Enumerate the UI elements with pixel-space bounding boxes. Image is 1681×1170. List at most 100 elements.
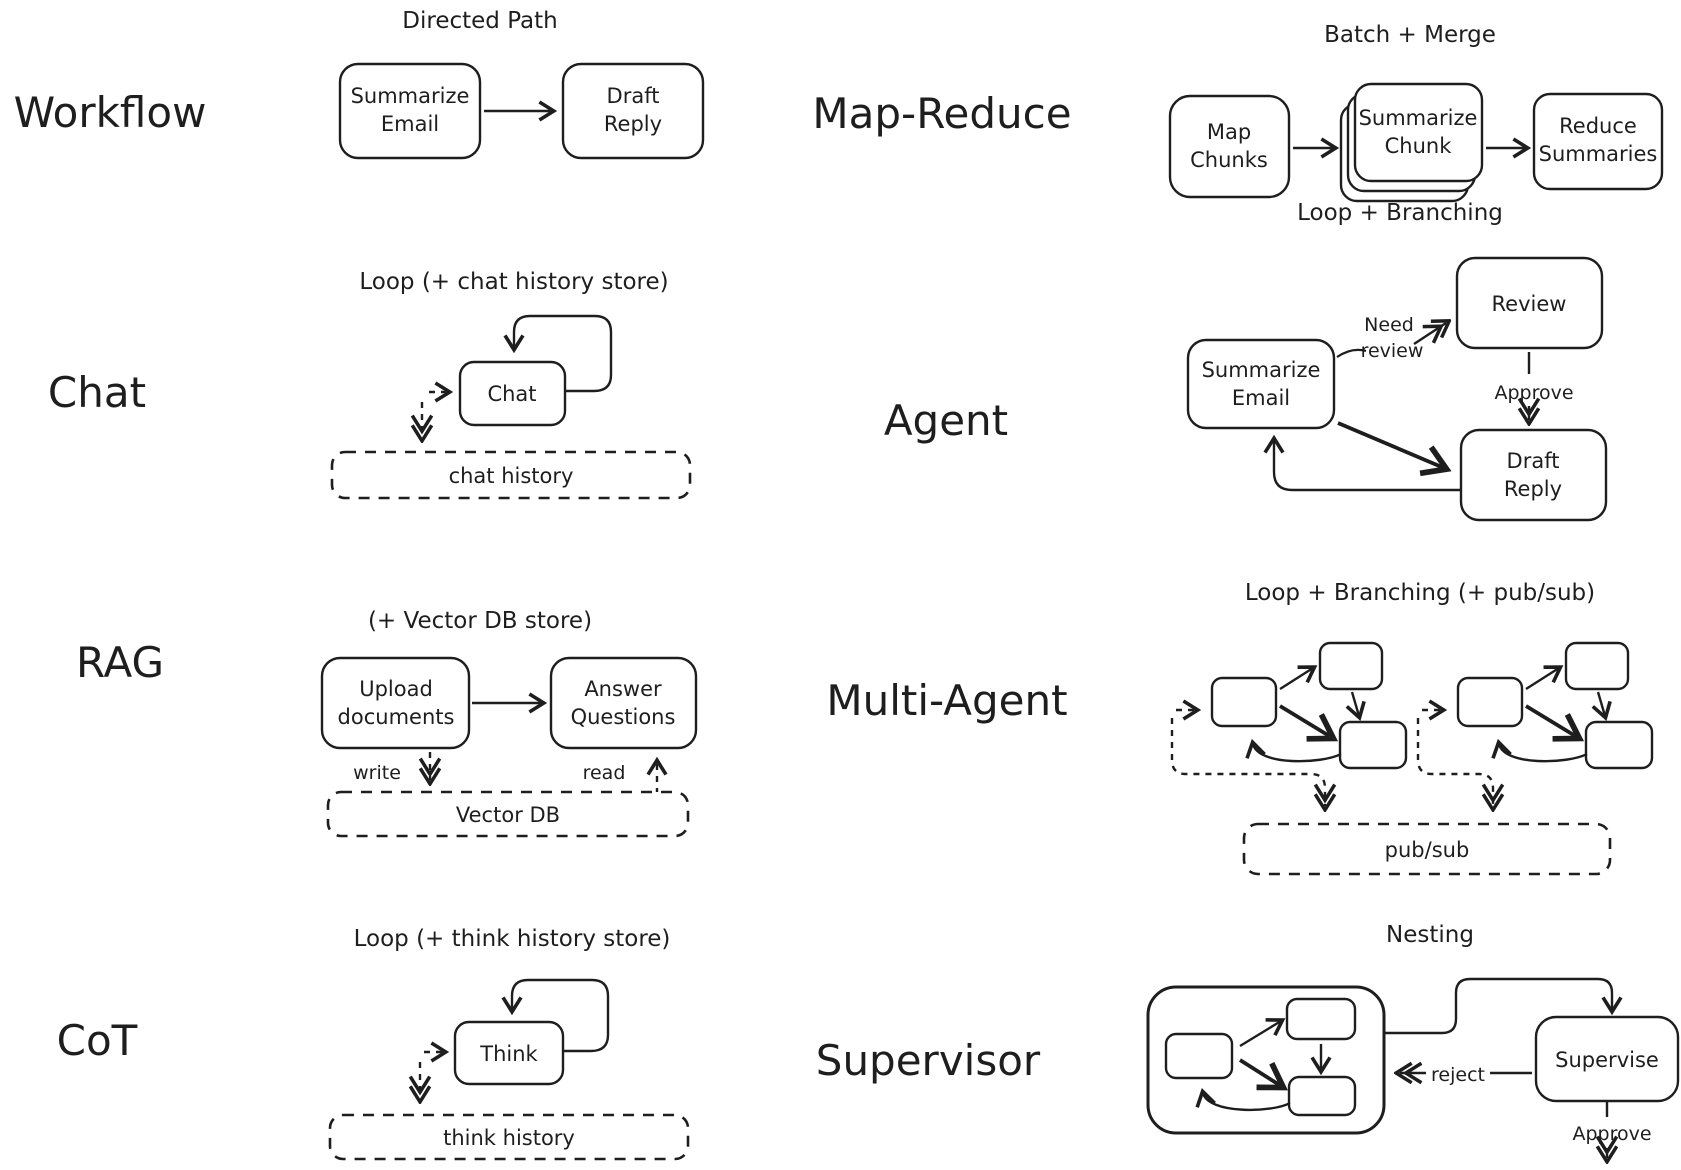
- multi-agent-cluster2-left-node: [1456, 676, 1524, 728]
- chat-history-text: chat history: [449, 464, 574, 488]
- multi-agent-cluster1-arrow-left-top: [1279, 665, 1318, 691]
- agent-summarize-to-draft-arrow: [1337, 421, 1452, 477]
- supervisor-inner-bottom-node: [1287, 1075, 1357, 1117]
- workflow-title: Directed Path: [402, 8, 557, 34]
- supervisor-inner-top-node: [1285, 997, 1357, 1041]
- cot-think-text: Think: [479, 1042, 538, 1066]
- rag-answer-text-line1: Answer: [584, 677, 662, 701]
- rag-title: (+ Vector DB store): [368, 608, 592, 634]
- supervisor-reject-text: reject: [1431, 1064, 1485, 1086]
- multi-agent-cluster2-top-node: [1564, 641, 1630, 691]
- agent-summarize-text-line1: Summarize: [1202, 358, 1321, 382]
- map-reduce-node-reduce-summaries: [1532, 92, 1664, 191]
- agent-draft-text-line1: Draft: [1507, 449, 1560, 473]
- cot-title: Loop (+ think history store): [354, 926, 671, 952]
- map-reduce-node-summarize-chunk: [1353, 82, 1484, 183]
- supervisor-supervise-text: Supervise: [1555, 1048, 1659, 1072]
- multi-agent-cluster1-left-node: [1210, 676, 1278, 728]
- summarize-chunk-text-line1: Summarize: [1359, 106, 1478, 130]
- workflow-label: Workflow: [14, 88, 207, 137]
- cot-think-history-text: think history: [443, 1126, 575, 1150]
- rag-label: RAG: [76, 638, 164, 687]
- cot-node-think: [453, 1020, 565, 1086]
- supervisor-approve-text: Approve: [1572, 1123, 1651, 1145]
- agent-title: Loop + Branching: [1297, 200, 1503, 226]
- multi-agent-cluster2-pubsub-arrow: [1416, 718, 1493, 806]
- supervisor-inner-arrow-left-bottom: [1238, 1058, 1288, 1091]
- workflow-draft-text-line1: Draft: [607, 84, 660, 108]
- supervisor-container-to-supervise-arrow: [1384, 977, 1623, 1035]
- reduce-summaries-text-line2: Summaries: [1539, 142, 1658, 166]
- cot-think-history-store: [328, 1113, 690, 1161]
- multi-agent-pubsub-text: pub/sub: [1385, 838, 1470, 862]
- agent-label: Agent: [884, 396, 1008, 445]
- multi-agent-cluster2-arrow-top-bottom: [1591, 691, 1612, 721]
- agent-node-summarize-email: [1186, 338, 1336, 430]
- reduce-summaries-text-line1: Reduce: [1559, 114, 1637, 138]
- multi-agent-cluster2-loop-arrow: [1491, 738, 1588, 763]
- multi-agent-pubsub-store: [1242, 822, 1612, 876]
- rag-node-upload-documents: [320, 656, 471, 750]
- section-cot: CoT Loop (+ think history store) Think t…: [57, 926, 690, 1161]
- multi-agent-cluster1-arrow-left-bottom: [1279, 704, 1339, 742]
- summarize-chunk-text-line2: Chunk: [1385, 134, 1453, 158]
- workflow-draft-text-line2: Reply: [604, 112, 662, 136]
- supervisor-inner-loop-arrow: [1195, 1087, 1291, 1112]
- agent-need-review-arrow: [1413, 323, 1446, 346]
- workflow-node-summarize-email: [338, 62, 482, 160]
- workflow-summarize-text-line2: Email: [381, 112, 439, 136]
- section-map-reduce: Map-Reduce Batch + Merge Map Chunks Summ…: [812, 22, 1664, 203]
- map-chunks-text-line1: Map: [1207, 120, 1251, 144]
- section-workflow: Workflow Directed Path Summarize Email D…: [14, 8, 705, 160]
- chat-title: Loop (+ chat history store): [359, 269, 668, 295]
- workflow-node-draft-reply: [561, 62, 705, 160]
- multi-agent-label: Multi-Agent: [826, 676, 1067, 725]
- agent-need-review-text-line1: Need: [1364, 314, 1414, 336]
- rag-answer-text-line2: Questions: [571, 705, 676, 729]
- map-reduce-title: Batch + Merge: [1324, 22, 1496, 48]
- multi-agent-title: Loop + Branching (+ pub/sub): [1245, 580, 1595, 606]
- chat-history-store: [330, 450, 692, 500]
- section-multi-agent: Multi-Agent Loop + Branching (+ pub/sub)…: [826, 580, 1654, 876]
- section-supervisor: Supervisor Nesting Supervise reject Appr…: [816, 922, 1680, 1158]
- rag-read-label: read: [583, 762, 626, 784]
- agent-review-text: Review: [1492, 292, 1567, 316]
- rag-write-label: write: [353, 762, 401, 784]
- multi-agent-cluster2-bottom-node: [1584, 720, 1654, 770]
- agent-node-review: [1455, 256, 1604, 350]
- supervisor-inner-left-node: [1164, 1032, 1234, 1080]
- chat-loop-arrow: [503, 314, 613, 393]
- rag-vector-db-text: Vector DB: [456, 803, 560, 827]
- supervisor-title: Nesting: [1386, 922, 1474, 948]
- agent-summarize-text-line2: Email: [1232, 386, 1290, 410]
- multi-agent-cluster1-loop-arrow: [1245, 738, 1342, 763]
- section-agent: Agent Loop + Branching Review Summarize …: [884, 200, 1608, 522]
- section-chat: Chat Loop (+ chat history store) Chat ch…: [48, 269, 692, 500]
- agent-loopback-arrow: [1263, 434, 1461, 492]
- rag-upload-text-line2: documents: [338, 705, 455, 729]
- workflow-summarize-text-line1: Summarize: [351, 84, 470, 108]
- supervisor-inner-arrow-left-top: [1239, 1018, 1286, 1048]
- multi-agent-cluster1-bottom-node: [1338, 720, 1408, 770]
- agent-approve-text: Approve: [1494, 382, 1573, 404]
- multi-agent-cluster1-top-node: [1318, 641, 1384, 691]
- map-chunks-text-line2: Chunks: [1190, 148, 1268, 172]
- cot-loop-arrow: [501, 978, 610, 1053]
- agent-need-review-text-line2: review: [1361, 340, 1424, 362]
- rag-node-answer-questions: [549, 656, 698, 750]
- supervisor-label: Supervisor: [816, 1036, 1041, 1085]
- multi-agent-cluster1-pubsub-arrow: [1170, 718, 1325, 806]
- multi-agent-cluster1-arrow-top-bottom: [1345, 691, 1366, 721]
- agent-node-draft-reply: [1459, 428, 1608, 522]
- cot-label: CoT: [57, 1016, 138, 1065]
- multi-agent-cluster2-arrow-left-top: [1525, 665, 1564, 691]
- rag-upload-text-line1: Upload: [359, 677, 433, 701]
- agent-draft-text-line2: Reply: [1504, 477, 1562, 501]
- chat-label: Chat: [48, 368, 146, 417]
- multi-agent-cluster2-arrow-left-bottom: [1525, 704, 1585, 742]
- map-reduce-node-map-chunks: [1168, 94, 1291, 199]
- section-rag: RAG (+ Vector DB store) Upload documents…: [76, 608, 698, 838]
- agent-need-review-tick: [1336, 348, 1367, 358]
